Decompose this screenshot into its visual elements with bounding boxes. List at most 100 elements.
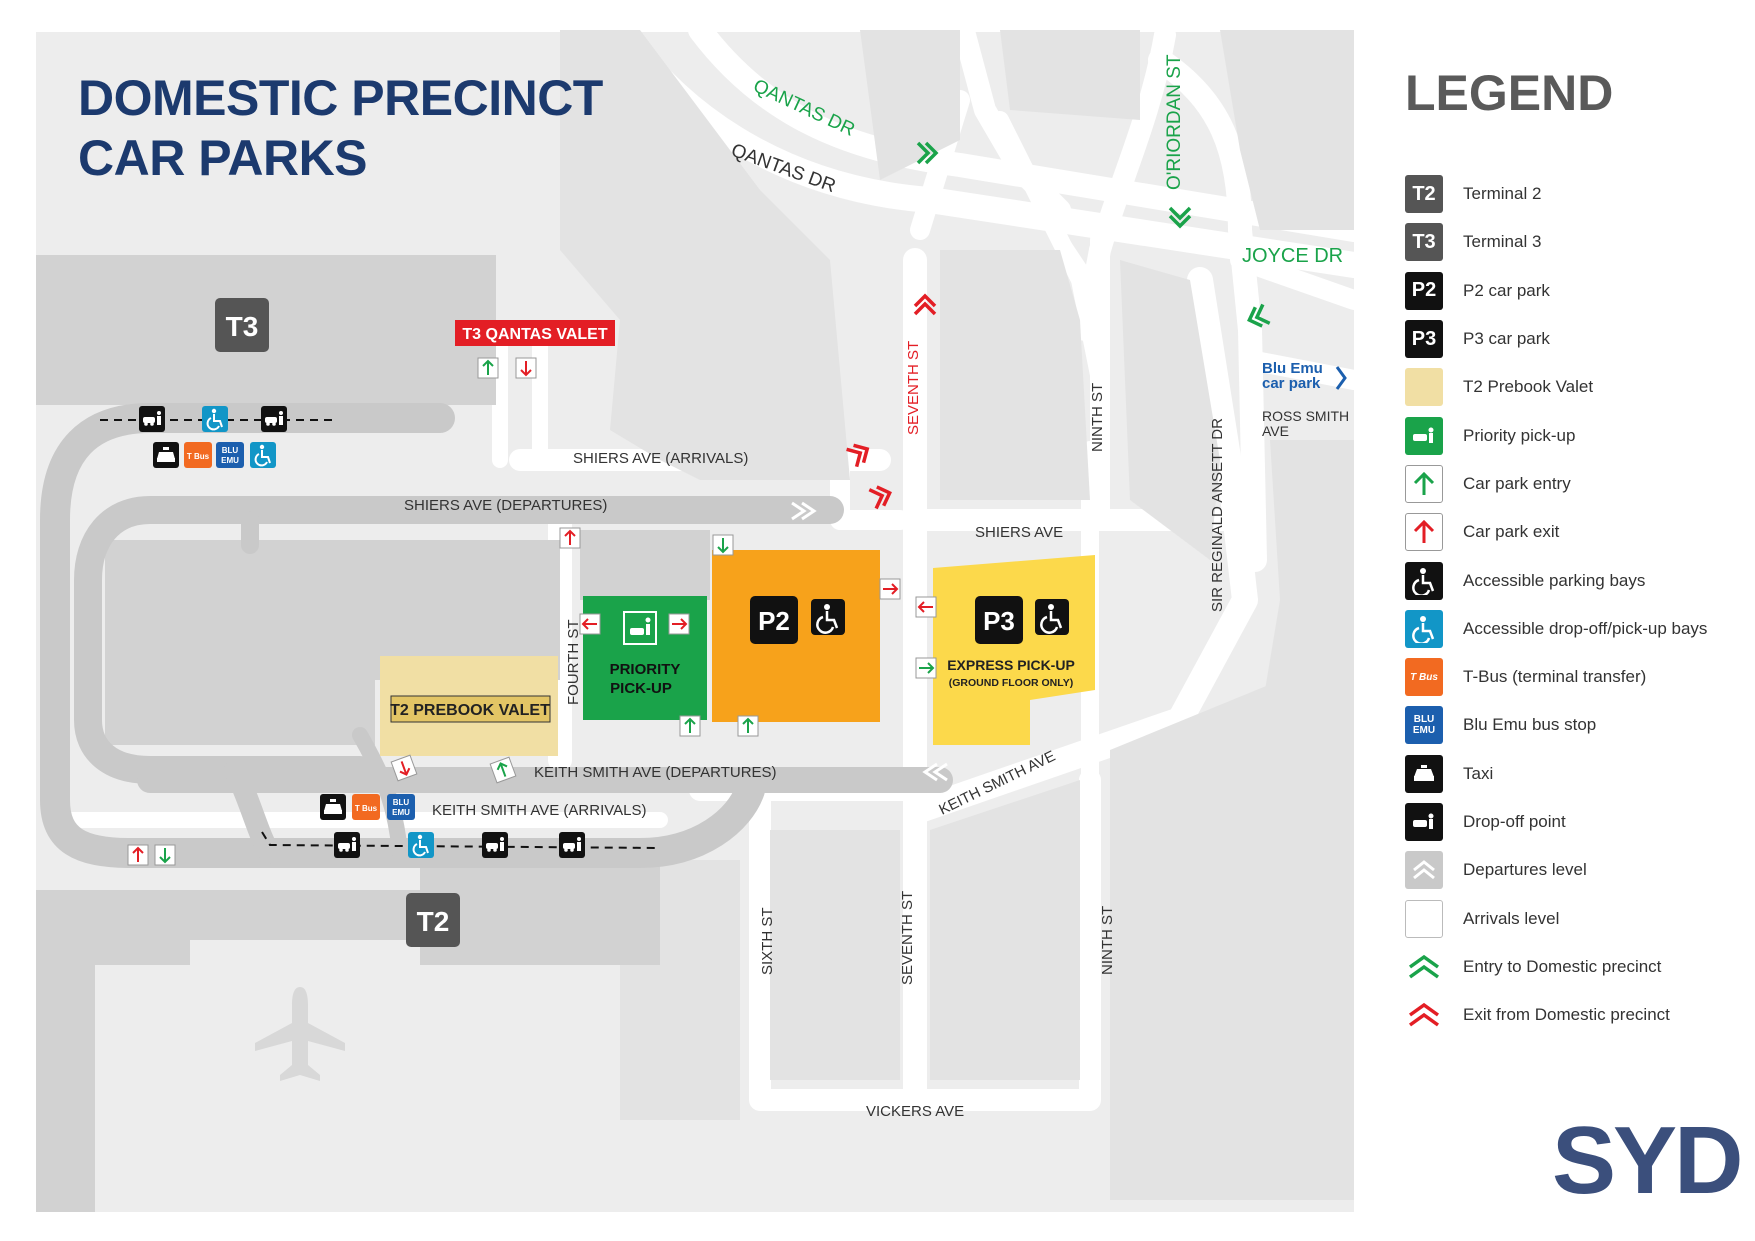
t2-dropoff-icon-2 [482,832,508,858]
svg-text:T Bus: T Bus [355,804,378,813]
street-shiers: SHIERS AVE [975,524,1063,541]
legend-p2-icon: P2 [1405,271,1443,310]
legend-p3-icon: P3 [1405,320,1443,359]
t3-marker[interactable] [215,298,269,352]
t3-taxi-icon [153,442,179,468]
svg-text:BLU: BLU [393,798,410,807]
street-ross-2: AVE [1262,423,1289,439]
t2-tbus-icon [352,794,380,820]
priority-label-1: PRIORITY [610,661,681,678]
legend-priority-icon [1405,416,1443,455]
street-keith-dep: KEITH SMITH AVE (DEPARTURES) [534,764,777,781]
svg-text:EMU: EMU [392,808,410,817]
p2-entry-arrow-bottom [737,715,759,737]
t2-dropoff-icon-1 [334,832,360,858]
t2-entry-arrow [154,844,176,866]
legend-exit-chevron-icon [1405,996,1443,1034]
syd-logo: SYD [1552,1107,1743,1214]
p2-entry-arrow-top [712,534,734,556]
street-ross-1: ROSS SMITH [1262,408,1349,424]
t2-pickup-lane [261,831,661,849]
priority-exit-arrow-right [668,613,690,635]
terminal-roads [40,403,953,868]
street-oriordan: O'RIORDAN ST [1164,54,1185,190]
express-label-1: EXPRESS PICK-UP [947,657,1075,673]
legend-item-entry: Car park entry [1405,460,1745,508]
legend-title: LEGEND [1405,65,1614,121]
page-title-line-1: DOMESTIC PRECINCT [78,70,603,126]
blu-emu-label-2[interactable]: car park [1262,375,1321,392]
blu-emu-label-1[interactable]: Blu Emu [1262,360,1323,377]
t3-accessible-icon-2 [249,441,277,469]
t2-marker[interactable] [406,893,460,947]
p3-entry-arrow [915,657,937,679]
t3-valet-label: T3 QANTAS VALET [462,326,607,343]
buildings [36,30,1354,1212]
street-fourth: FOURTH ST [565,619,582,705]
departures-chevron-keith [922,762,948,782]
t2-bluemu-icon [387,794,415,820]
legend-valet-swatch [1405,368,1443,407]
departures-chevron-shiers [791,501,817,521]
priority-entry-arrow [679,715,701,737]
svg-text:EMU: EMU [221,456,239,465]
t3-label: T3 [226,311,259,342]
legend-entry-arrow-icon [1405,464,1443,503]
street-ansett: SIR REGINALD ANSETT DR [1209,418,1226,612]
blu-emu-chevron-icon [1335,366,1347,390]
t3-valet-entry-arrow [477,357,499,379]
legend-t3-icon: T3 [1405,223,1443,262]
t3-bluemu-icon [216,442,244,468]
legend-accessible-icon [1405,561,1443,600]
p3-label: P3 [983,606,1015,636]
street-seventh-bottom: SEVENTH ST [899,891,916,985]
street-ninth-bottom: NINTH ST [1099,906,1116,975]
street-ninth-top: NINTH ST [1089,383,1106,452]
t3-tbus-icon [184,442,212,468]
legend-entry-chevron-icon [1405,948,1443,986]
legend-item-valet: T2 Prebook Valet [1405,363,1745,411]
t3-qantas-valet-badge [455,320,615,346]
t2-valet-label: T2 PREBOOK VALET [390,702,550,719]
exit-arrow-fourth-st [559,527,581,549]
p2-accessible-icon [809,597,847,637]
priority-exit-arrow-left [579,613,601,635]
legend-item-taxi: Taxi [1405,750,1745,798]
priority-label-2: PICK-UP [610,680,672,697]
t3-dropoff-icon-1 [139,406,165,432]
p3-accessible-icon [1033,597,1071,637]
street-seventh-top: SEVENTH ST [905,341,922,435]
svg-text:BLU: BLU [222,446,239,455]
legend-item-exit-precinct: Exit from Domestic precinct [1405,991,1745,1039]
legend-item-entry-precinct: Entry to Domestic precinct [1405,943,1745,991]
legend-item-exit: Car park exit [1405,508,1745,556]
legend-taxi-icon [1405,754,1443,793]
street-joyce: JOYCE DR [1242,245,1343,267]
t3-accessible-dropoff-icon [201,405,229,433]
legend-departures-swatch [1405,851,1443,890]
t2-label: T2 [417,906,450,937]
legend-exit-arrow-icon [1405,513,1443,552]
airplane-icon [255,987,345,1081]
legend-item-priority: Priority pick-up [1405,411,1745,459]
legend-item-accessible: Accessible parking bays [1405,556,1745,604]
p2-label: P2 [758,606,790,636]
legend-item-departures: Departures level [1405,846,1745,894]
t2-dropoff-icon-3 [559,832,585,858]
legend-dropoff-icon [1405,803,1443,841]
street-sixth: SIXTH ST [759,907,776,975]
street-shiers-arr: SHIERS AVE (ARRIVALS) [573,450,748,467]
legend-arrivals-swatch [1405,899,1443,938]
legend-accessible-drop-icon [1405,609,1443,648]
page-title: DOMESTIC PRECINCT CAR PARKS [78,68,603,188]
legend-t2-icon: T2 [1405,175,1443,214]
